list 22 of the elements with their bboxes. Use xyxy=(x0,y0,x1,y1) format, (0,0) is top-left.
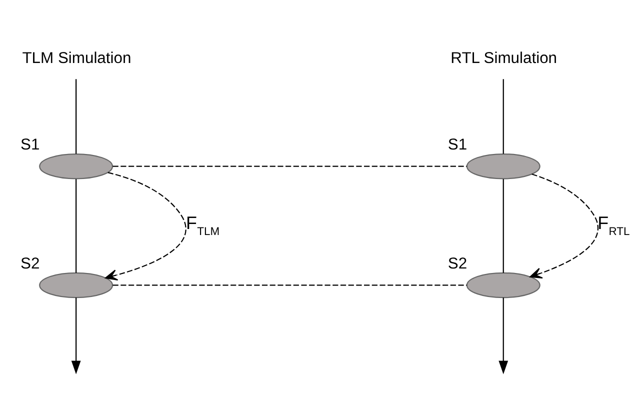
connector xyxy=(502,78,504,154)
connector xyxy=(76,78,77,154)
node-label: S1 xyxy=(448,136,468,154)
connector xyxy=(502,178,504,272)
node-ellipse xyxy=(466,272,540,298)
connector xyxy=(76,178,77,272)
connector xyxy=(112,284,467,286)
edge-label: F$_{TLM}$ xyxy=(186,212,220,238)
node-label: S2 xyxy=(20,255,40,272)
node-text: RTL Simulation xyxy=(450,49,558,66)
node-text: TLM Simulation xyxy=(22,49,132,66)
arrow xyxy=(105,172,186,280)
node-ellipse xyxy=(39,152,114,179)
arrow xyxy=(71,297,81,374)
node-label: S2 xyxy=(448,255,468,272)
edge-label: F$_{RTL}$ xyxy=(598,212,630,238)
node-ellipse xyxy=(39,272,114,298)
connector xyxy=(112,165,467,166)
arrow xyxy=(498,297,508,374)
arrow xyxy=(530,173,598,278)
node-label: S1 xyxy=(20,136,40,154)
node-ellipse xyxy=(466,152,540,179)
